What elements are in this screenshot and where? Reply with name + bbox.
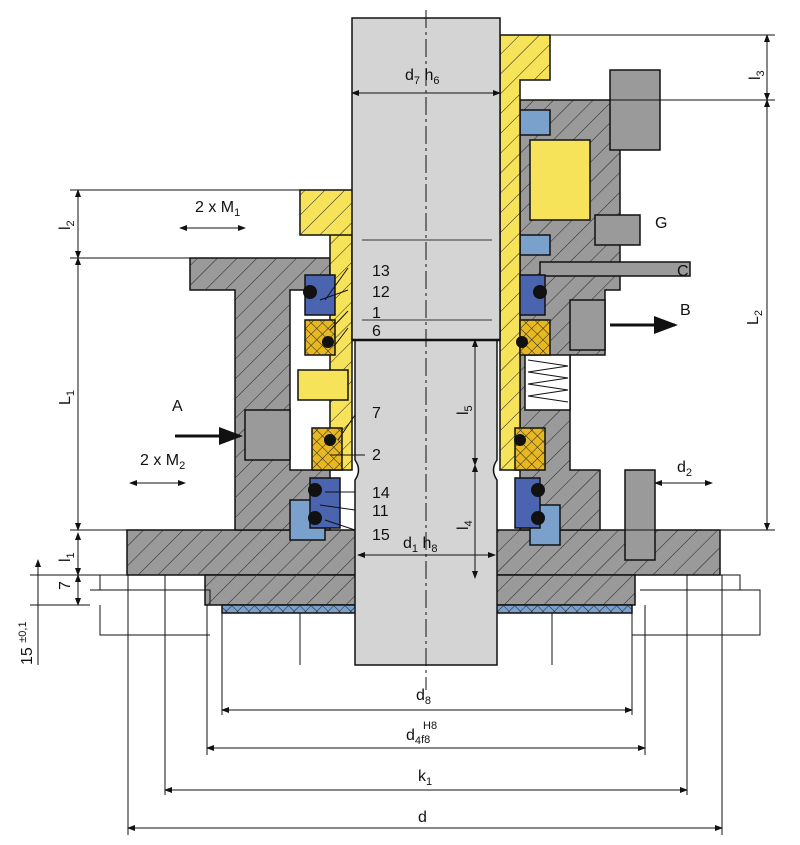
port-C [539, 261, 691, 277]
seal-elements [303, 274, 551, 529]
port-A [244, 409, 291, 461]
housing-left [189, 257, 331, 541]
label-7: 7 [57, 581, 74, 590]
label-l5: l5 [455, 405, 475, 415]
label-l3: l3 [747, 70, 767, 80]
label-d1h8: d1 h8 [403, 535, 438, 555]
label-d2: d2 [677, 459, 692, 479]
part-15: 15 [372, 527, 390, 544]
label-L2: L2 [745, 310, 765, 325]
label-k1: k1 [418, 768, 432, 788]
part-2: 2 [372, 447, 381, 464]
housing-right [519, 69, 691, 561]
label-B: B [680, 302, 691, 319]
bearing [529, 139, 591, 221]
grease-nipple-G [594, 214, 641, 246]
drive-screw [297, 369, 349, 401]
dimension-lines [30, 34, 775, 835]
label-L1: L1 [57, 390, 77, 405]
part-6: 6 [372, 323, 381, 340]
labels: d7 h6 l3 L2 l2 L1 l1 7 15 ±0,1 l5 l4 d1 … [17, 67, 767, 826]
part-1: 1 [372, 305, 381, 322]
port-B [569, 299, 606, 351]
label-l2: l2 [57, 220, 77, 230]
label-d: d [418, 809, 427, 826]
part-14: 14 [372, 485, 390, 502]
label-A: A [172, 398, 183, 415]
label-G: G [655, 215, 667, 232]
label-15-tol: 15 ±0,1 [17, 621, 36, 665]
part-13: 13 [372, 263, 390, 280]
label-l1: l1 [57, 552, 77, 562]
label-l4: l4 [455, 520, 475, 530]
label-d7h6: d7 h6 [405, 67, 440, 87]
label-M2: 2 x M2 [140, 452, 185, 472]
label-C: C [677, 263, 689, 280]
part-12: 12 [372, 284, 390, 301]
part-7: 7 [372, 405, 381, 422]
label-M1: 2 x M1 [195, 199, 240, 219]
leader-lines [319, 267, 365, 531]
shaft-sleeve [297, 34, 571, 471]
bolt-nut [609, 69, 661, 151]
label-d8: d8 [416, 687, 431, 707]
shaft [351, 10, 501, 690]
part-11: 11 [372, 503, 389, 520]
